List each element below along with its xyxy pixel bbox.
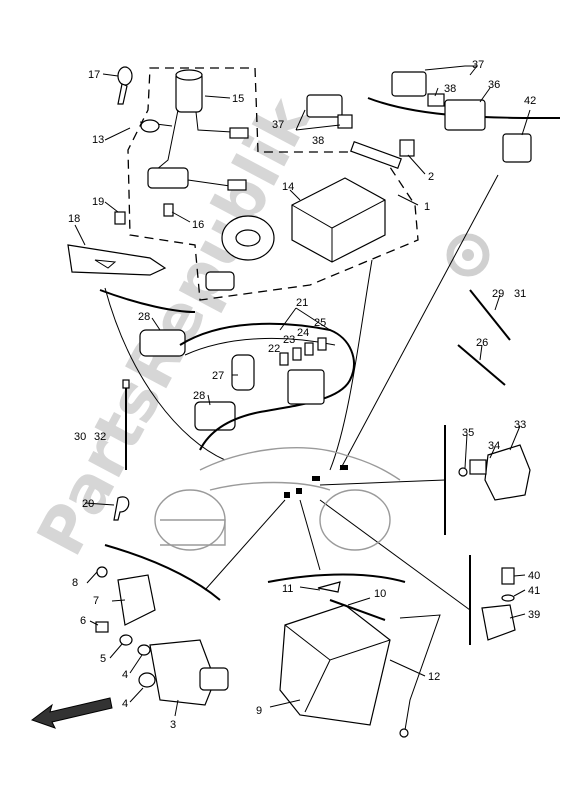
callout-22: 22 xyxy=(268,343,280,355)
callout-37a: 37 xyxy=(272,119,284,131)
connection-marker xyxy=(296,488,302,494)
callout-15: 15 xyxy=(232,93,244,105)
callout-38b: 38 xyxy=(444,83,456,95)
switch-housing-part xyxy=(205,271,235,291)
region-arc-battery xyxy=(267,573,406,583)
key-part xyxy=(117,66,133,105)
battery-part xyxy=(279,604,391,726)
callout-17: 17 xyxy=(88,69,100,81)
connection-marker xyxy=(312,476,320,481)
ecu-part xyxy=(291,177,386,263)
leader-line-relay xyxy=(204,499,286,591)
callout-21: 21 xyxy=(296,297,308,309)
callout-7: 7 xyxy=(93,595,99,607)
callout-30: 30 xyxy=(74,431,86,443)
group-outline-ignition xyxy=(127,67,419,301)
regulator-part xyxy=(458,444,531,501)
lock-cylinder-part xyxy=(221,215,275,261)
sensor-part xyxy=(481,567,516,641)
region-arc-relay xyxy=(104,544,221,601)
leader-line-battery xyxy=(299,499,321,571)
relay-part xyxy=(139,329,236,431)
callout-20: 20 xyxy=(82,498,94,510)
callout-11: 11 xyxy=(282,583,293,595)
callout-5: 5 xyxy=(100,653,106,665)
battery-cable-part xyxy=(317,581,441,738)
callout-4a: 4 xyxy=(122,669,128,681)
callout-8: 8 xyxy=(72,577,78,589)
motorcycle-outline xyxy=(154,447,401,551)
connection-marker xyxy=(284,492,290,498)
callout-40: 40 xyxy=(528,570,540,582)
callout-14: 14 xyxy=(282,181,294,193)
callout-28a: 28 xyxy=(138,311,150,323)
leader-line-bracket xyxy=(319,499,471,611)
callout-2: 2 xyxy=(428,171,434,183)
callout-41: 41 xyxy=(528,585,540,597)
band-part xyxy=(469,289,511,341)
callout-38a: 38 xyxy=(312,135,324,147)
callout-42: 42 xyxy=(524,95,536,107)
callout-13: 13 xyxy=(92,134,104,146)
callout-19: 19 xyxy=(92,196,104,208)
callout-34: 34 xyxy=(488,440,500,452)
callout-4b: 4 xyxy=(122,698,128,710)
callout-24: 24 xyxy=(297,327,309,339)
callout-36: 36 xyxy=(488,79,500,91)
callout-35: 35 xyxy=(462,427,474,439)
cover-plate-part xyxy=(67,244,167,276)
leader-line-harness-right xyxy=(329,259,373,471)
callout-33: 33 xyxy=(514,419,526,431)
callout-29: 29 xyxy=(492,288,504,300)
leader-line-regulator xyxy=(319,479,446,486)
clamp-part xyxy=(113,496,130,521)
callout-10: 10 xyxy=(374,588,386,600)
connection-marker xyxy=(340,465,348,470)
starter-relay-part xyxy=(95,566,229,706)
watermark: PartsRepublik xyxy=(24,86,327,568)
callout-32: 32 xyxy=(94,431,106,443)
callout-leaders xyxy=(74,65,531,717)
callout-31: 31 xyxy=(514,288,526,300)
coil-part xyxy=(231,354,255,391)
svg-text:PartsRepublik: PartsRepublik xyxy=(24,86,327,568)
callout-16: 16 xyxy=(192,219,204,231)
callout-6: 6 xyxy=(80,615,86,627)
callout-39: 39 xyxy=(528,609,540,621)
callout-12: 12 xyxy=(428,671,440,683)
bolt-part xyxy=(114,203,174,225)
band-part xyxy=(457,344,506,386)
callout-23: 23 xyxy=(283,334,295,346)
callout-1: 1 xyxy=(424,201,430,213)
callout-25: 25 xyxy=(314,317,326,329)
callout-27: 27 xyxy=(212,370,224,382)
callout-26: 26 xyxy=(476,337,488,349)
fuse-part xyxy=(279,337,327,405)
leader-line-harness-left xyxy=(104,287,226,461)
connector-part xyxy=(306,71,532,170)
callout-18: 18 xyxy=(68,213,80,225)
front-direction-arrow xyxy=(30,697,113,729)
wire-harness-part xyxy=(179,322,355,451)
main-switch-part xyxy=(139,69,249,191)
callout-37b: 37 xyxy=(472,59,484,71)
region-arc-top xyxy=(99,289,196,313)
leader-line-top-right xyxy=(339,174,499,471)
callout-28b: 28 xyxy=(193,390,205,402)
callout-9: 9 xyxy=(256,705,262,717)
gear-watermark-icon xyxy=(446,233,490,277)
callout-3: 3 xyxy=(170,719,176,731)
